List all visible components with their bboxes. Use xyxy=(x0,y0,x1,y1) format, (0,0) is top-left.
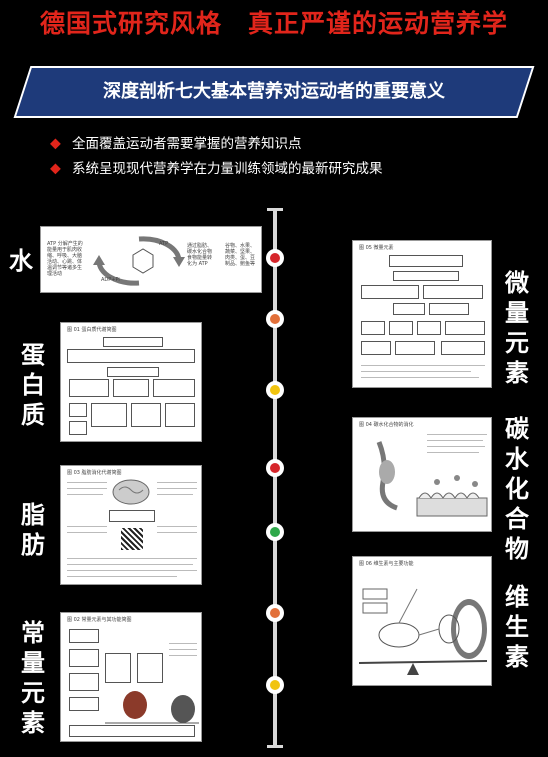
timeline-node-fat xyxy=(266,523,284,541)
card-water-atp: ATP 分解产生的 能量用于肌肉收 缩、呼吸、大脑 活动、心跳、体 温调节等诸多… xyxy=(40,226,262,293)
bullet-item: ■ 全面覆盖运动者需要掌握的营养知识点 xyxy=(48,132,302,152)
label-water: 水 xyxy=(9,247,33,275)
page-title: 德国式研究风格 真正严谨的运动营养学 xyxy=(39,9,508,38)
label-fat: 脂肪 xyxy=(21,501,45,559)
timeline-node-vitamin xyxy=(266,604,284,622)
card-water-right-text: 谷物、水果、 蔬菜、坚果、 肉类、蛋、豆 制品、鲍鱼等 xyxy=(225,243,256,267)
card-micro-elements: 图 05 微量元素 xyxy=(352,240,492,388)
timeline-top-cap xyxy=(267,208,283,211)
organ-illustration xyxy=(105,691,199,724)
card-protein: 图 01 蛋白质代谢简图 xyxy=(60,322,202,442)
card-heading: 图 02 常量元素与其功能简图 xyxy=(67,617,132,623)
card-heading: 图 01 蛋白质代谢简图 xyxy=(67,327,117,333)
card-heading: 图 04 碳水化合物的消化 xyxy=(359,422,414,428)
bullet-text: 全面覆盖运动者需要掌握的营养知识点 xyxy=(72,136,302,152)
adp-label: ADP+Pi xyxy=(101,277,120,283)
atp-cycle-diagram xyxy=(93,236,185,286)
label-micro: 微量元素 xyxy=(505,269,529,387)
diamond-icon: ■ xyxy=(48,161,63,177)
bullet-text: 系统呈现现代营养学在力量训练领域的最新研究成果 xyxy=(72,161,383,177)
timeline-bottom-cap xyxy=(267,745,283,748)
card-water-left-text: ATP 分解产生的 能量用于肌肉收 缩、呼吸、大脑 活动、心跳、体 温调节等诸多… xyxy=(47,241,83,277)
qr-code-image xyxy=(121,528,143,550)
diamond-icon: ■ xyxy=(48,136,63,152)
label-macro: 常量元素 xyxy=(21,619,45,737)
label-vitamin: 维生素 xyxy=(505,583,529,671)
label-carb: 碳水化合物 xyxy=(505,415,529,563)
bullet-item: ■ 系统呈现现代营养学在力量训练领域的最新研究成果 xyxy=(48,157,383,177)
timeline-node-micro xyxy=(266,310,284,328)
digestion-illustration xyxy=(376,441,488,517)
brain-illustration xyxy=(112,479,150,505)
timeline-node-carb xyxy=(266,459,284,477)
card-water-mid-text: 通过脂肪、 碳水化合物 食物能量转 化为 ATP xyxy=(187,243,213,267)
timeline-node-macro xyxy=(266,676,284,694)
card-heading: 图 05 微量元素 xyxy=(359,245,394,251)
card-carbohydrates: 图 04 碳水化合物的消化 xyxy=(352,417,492,532)
timeline-spine xyxy=(273,208,277,748)
card-heading: 图 06 维生素与主要功能 xyxy=(359,561,414,567)
timeline-node-protein xyxy=(266,381,284,399)
vitamin-diagram xyxy=(358,588,488,675)
banner-title: 深度剖析七大基本营养对运动者的重要意义 xyxy=(103,81,445,102)
card-vitamins: 图 06 维生素与主要功能 xyxy=(352,556,492,686)
atp-label: ATP xyxy=(159,241,169,247)
card-macro-elements: 图 02 常量元素与其功能简图 xyxy=(60,612,202,742)
label-protein: 蛋白质 xyxy=(21,341,45,429)
timeline-node-water xyxy=(266,249,284,267)
card-heading: 图 03 脂肪消化代谢简图 xyxy=(67,470,122,476)
card-fat: 图 03 脂肪消化代谢简图 xyxy=(60,465,202,585)
